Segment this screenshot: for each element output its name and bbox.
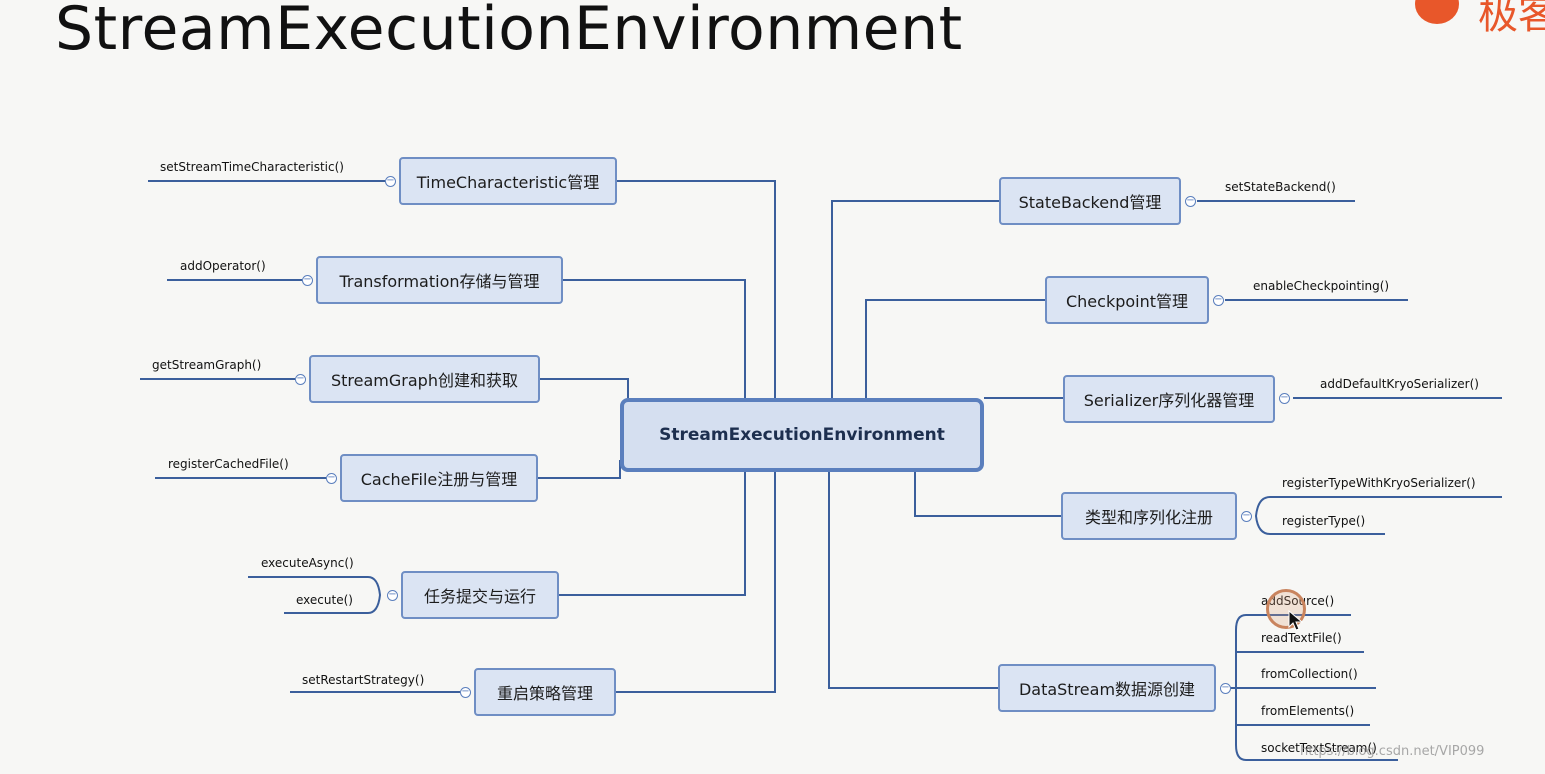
leaf-registerTypeWithKryoSerializer: registerTypeWithKryoSerializer() xyxy=(1282,476,1476,490)
leaf-registerType: registerType() xyxy=(1282,514,1366,528)
node-restart[interactable]: 重启策略管理 xyxy=(474,668,616,716)
collapse-toggle-icon[interactable]: − xyxy=(326,472,337,484)
mouse-pointer-icon xyxy=(1288,610,1304,631)
leaf-execute: execute() xyxy=(296,593,353,607)
leaf-addDefaultKryoSerializer: addDefaultKryoSerializer() xyxy=(1320,377,1479,391)
node-checkpoint[interactable]: Checkpoint管理 xyxy=(1045,276,1209,324)
collapse-toggle-icon[interactable]: − xyxy=(387,589,398,601)
collapse-toggle-icon[interactable]: − xyxy=(1220,682,1231,694)
leaf-setStateBackend: setStateBackend() xyxy=(1225,180,1336,194)
collapse-toggle-icon[interactable]: − xyxy=(385,175,396,187)
node-transformation[interactable]: Transformation存储与管理 xyxy=(316,256,563,304)
center-node[interactable]: StreamExecutionEnvironment xyxy=(620,398,984,472)
node-statebackend[interactable]: StateBackend管理 xyxy=(999,177,1181,225)
leaf-setStreamTimeCharacteristic: setStreamTimeCharacteristic() xyxy=(160,160,344,174)
page-title: StreamExecutionEnvironment xyxy=(55,0,963,64)
leaf-enableCheckpointing: enableCheckpointing() xyxy=(1253,279,1390,293)
collapse-toggle-icon[interactable]: − xyxy=(302,274,313,286)
leaf-socketTextStream: socketTextStream() xyxy=(1261,741,1377,755)
collapse-toggle-icon[interactable]: − xyxy=(1279,392,1290,404)
node-datastream[interactable]: DataStream数据源创建 xyxy=(998,664,1216,712)
leaf-setRestartStrategy: setRestartStrategy() xyxy=(302,673,425,687)
leaf-getStreamGraph: getStreamGraph() xyxy=(152,358,262,372)
node-serializer[interactable]: Serializer序列化器管理 xyxy=(1063,375,1275,423)
collapse-toggle-icon[interactable]: − xyxy=(1241,510,1252,522)
leaf-readTextFile: readTextFile() xyxy=(1261,631,1342,645)
leaf-fromCollection: fromCollection() xyxy=(1261,667,1358,681)
collapse-toggle-icon[interactable]: − xyxy=(295,373,306,385)
node-cachefile[interactable]: CacheFile注册与管理 xyxy=(340,454,538,502)
leaf-fromElements: fromElements() xyxy=(1261,704,1355,718)
node-types[interactable]: 类型和序列化注册 xyxy=(1061,492,1237,540)
leaf-executeAsync: executeAsync() xyxy=(261,556,354,570)
logo-text: 极客 xyxy=(1478,0,1545,38)
collapse-toggle-icon[interactable]: − xyxy=(1213,294,1224,306)
brand-logo xyxy=(1415,0,1475,24)
node-time-characteristic[interactable]: TimeCharacteristic管理 xyxy=(399,157,617,205)
watermark-text: https://blog.csdn.net/VIP099 xyxy=(1300,744,1485,759)
node-submit[interactable]: 任务提交与运行 xyxy=(401,571,559,619)
collapse-toggle-icon[interactable]: − xyxy=(1185,195,1196,207)
leaf-addOperator: addOperator() xyxy=(180,259,266,273)
collapse-toggle-icon[interactable]: − xyxy=(460,686,471,698)
leaf-registerCachedFile: registerCachedFile() xyxy=(168,457,289,471)
node-streamgraph[interactable]: StreamGraph创建和获取 xyxy=(309,355,540,403)
